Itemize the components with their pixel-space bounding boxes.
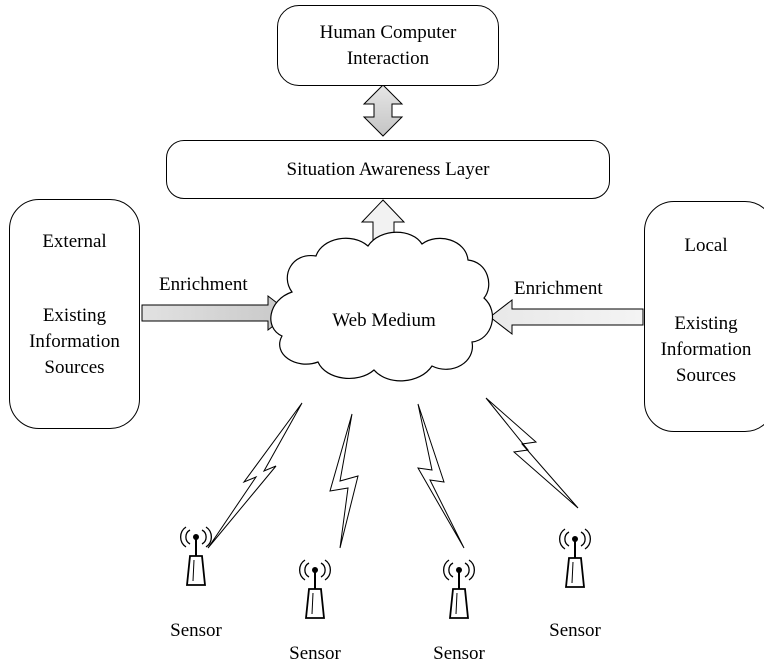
web-medium-label: Web Medium (332, 310, 436, 331)
hci-title-line2: Interaction (346, 47, 430, 69)
sensor-4-label: Sensor (549, 620, 601, 641)
local-title: Local (684, 235, 728, 256)
wireless-link-4-icon (485, 397, 579, 509)
situation-awareness-layer-box: Situation Awareness Layer (166, 140, 610, 199)
hci-sa-double-arrow (362, 84, 404, 137)
sensor-1-label: Sensor (170, 620, 222, 641)
local-sources-text: Local Existing Information Sources (644, 233, 764, 389)
hci-title-line1: Human Computer (319, 21, 457, 43)
right-enrichment-label: Enrichment (514, 278, 603, 299)
left-enrichment-arrow (141, 294, 291, 332)
sensor-4-icon (559, 528, 591, 588)
sensor-2-icon (299, 559, 331, 619)
external-line-2: Information (29, 331, 120, 352)
sensor-3-label: Sensor (433, 643, 485, 664)
external-title: External (42, 231, 107, 252)
external-line-3: Sources (44, 357, 105, 378)
web-medium-cloud (270, 231, 494, 382)
local-line-3: Sources (675, 365, 737, 386)
wireless-link-2-icon (329, 413, 359, 549)
external-line-1: Existing (42, 305, 107, 326)
wireless-link-1-icon (207, 402, 303, 549)
external-sources-box (9, 199, 140, 429)
sensor-1-icon (180, 526, 212, 586)
sensor-3-icon (443, 559, 475, 619)
hci-box: Human Computer Interaction (277, 5, 499, 86)
local-line-1: Existing (674, 313, 738, 334)
local-line-2: Information (660, 339, 752, 360)
wireless-link-3-icon (417, 403, 465, 549)
left-enrichment-label: Enrichment (159, 274, 248, 295)
external-sources-text: External Existing Information Sources (9, 229, 140, 381)
local-sources-box (644, 201, 764, 432)
sensor-2-label: Sensor (289, 643, 341, 664)
sa-layer-label: Situation Awareness Layer (286, 158, 490, 180)
right-enrichment-arrow (489, 298, 644, 336)
